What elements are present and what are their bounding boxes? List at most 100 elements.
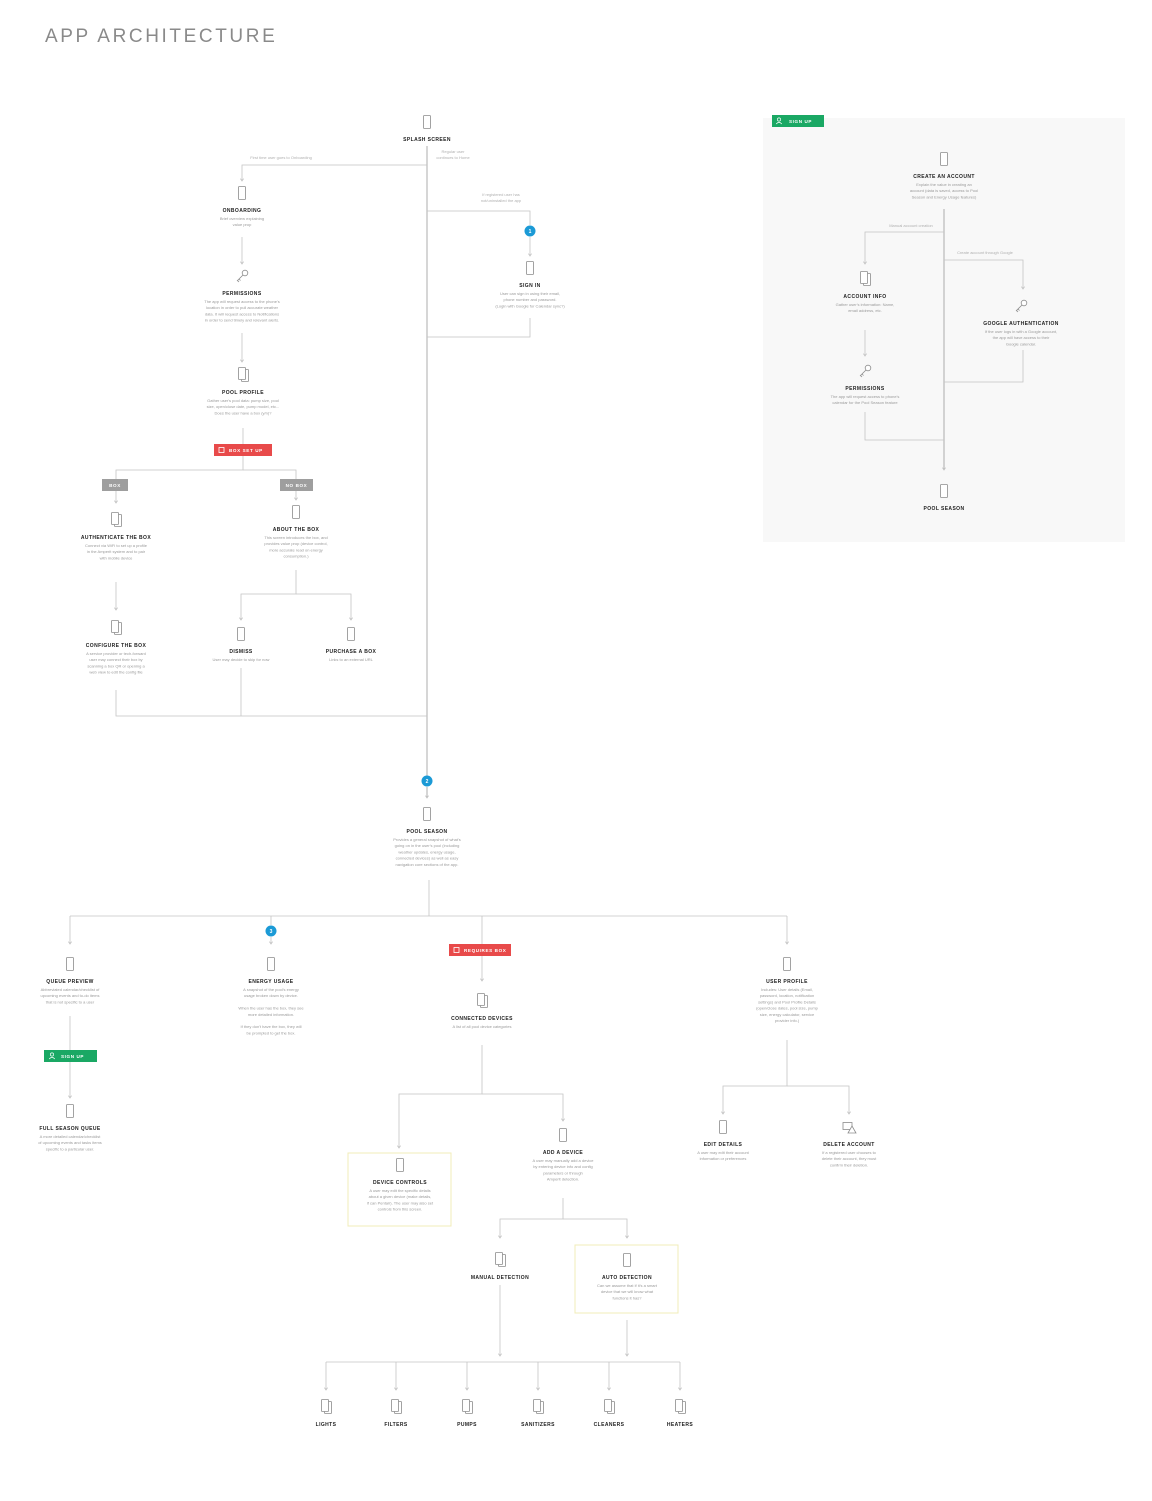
node-description: be prompted to get the box.: [247, 1030, 296, 1035]
phone-icon: [623, 1253, 631, 1267]
page-title: APP ARCHITECTURE: [45, 26, 278, 47]
node-pool-season-signup: POOL SEASON: [924, 484, 965, 512]
box-icon: [218, 447, 225, 453]
node-title: PERMISSIONS: [222, 291, 261, 297]
step-badge-3-label: 3: [270, 929, 273, 935]
device-controls-highlight: [347, 1152, 452, 1227]
phone-icon: [423, 807, 431, 821]
node-description: calendar for the Pool Season feature: [832, 400, 898, 405]
phone-icon: [347, 627, 355, 641]
node-description: upcoming events and to-do items: [41, 993, 100, 998]
sign-up-queue-tag: SIGN UP: [44, 1050, 97, 1062]
stacked-screens-icon: [495, 1252, 506, 1267]
stacked-screens-icon: [533, 1399, 544, 1414]
node-description: phone number and password.: [504, 297, 557, 302]
node-description: weather updates, energy usage,: [398, 849, 455, 854]
node-title: SANITIZERS: [521, 1422, 555, 1428]
node-description: Abbreviated calendar/checklist of: [41, 987, 101, 992]
node-title: ABOUT THE BOX: [273, 527, 320, 533]
node-description: in order to send timely and relevant ale…: [205, 318, 279, 323]
node-title: ADD A DEVICE: [543, 1150, 584, 1156]
sign-up-panel-label: SIGN UP: [789, 119, 812, 124]
phone-icon: [940, 484, 948, 498]
step-badge-1-label: 1: [529, 229, 532, 235]
node-description: Can we assume that if it's a smart: [597, 1283, 658, 1288]
phone-icon: [292, 505, 300, 519]
node-description: location in order to pull accurate weath…: [206, 305, 279, 310]
stacked-screens-icon: [111, 620, 122, 635]
box-tag: BOX: [102, 479, 128, 491]
node-description: Explain the value in creating an: [916, 182, 972, 187]
node-description: (open/close dates, pool size, pump: [756, 1006, 819, 1011]
node-description: of upcoming events and tasks items: [38, 1140, 102, 1145]
node-description: size, open/close date, pump model, etc..…: [207, 404, 280, 409]
node-title: USER PROFILE: [766, 979, 808, 985]
node-description: password, location, notification: [760, 993, 814, 998]
node-splash: SPLASH SCREEN: [403, 115, 450, 143]
node-title: DELETE ACCOUNT: [823, 1142, 875, 1148]
node-description: connected devices) as well as easy: [396, 856, 459, 861]
node-description: When the user has the box, they see: [238, 1006, 304, 1011]
phone-icon: [237, 627, 245, 641]
phone-icon: [267, 957, 275, 971]
node-cleaners: CLEANERS: [594, 1399, 624, 1428]
node-title: CONFIGURE THE BOX: [86, 643, 147, 649]
phone-icon: [559, 1128, 567, 1142]
stacked-screens-icon: [111, 512, 122, 527]
edge-label-registered-user: not/uninstalled the app: [481, 198, 522, 203]
node-description: the app will have access to their: [993, 335, 1050, 340]
node-description: user may connect their box by: [89, 657, 142, 662]
step-badge-3: 3: [265, 925, 277, 937]
node-description: going on in the user's pool (including: [395, 843, 460, 848]
node-description: A service provider or tech-forward: [86, 651, 146, 656]
key-icon: [1015, 299, 1028, 313]
connectors: [68, 146, 1025, 1391]
node-description: User can sign in using their email,: [500, 291, 560, 296]
node-title: MANUAL DETECTION: [471, 1275, 529, 1281]
node-title: QUEUE PREVIEW: [46, 979, 93, 985]
stacked-screens-icon: [675, 1399, 686, 1414]
node-title: CREATE AN ACCOUNT: [913, 174, 975, 180]
node-title: AUTHENTICATE THE BOX: [81, 535, 151, 541]
stacked-screens-icon: [238, 367, 249, 382]
node-description: account (data is saved, access to Pool: [910, 188, 978, 193]
node-description: functions it has?: [613, 1295, 643, 1300]
node-description: Amperit detection.: [547, 1177, 579, 1182]
stacked-screens-icon: [462, 1399, 473, 1414]
phone-icon: [66, 957, 74, 971]
node-title: FILTERS: [384, 1422, 408, 1428]
node-title: POOL PROFILE: [222, 390, 264, 396]
phone-icon: [238, 186, 246, 200]
node-description: controls from this screen.: [378, 1207, 423, 1212]
phone-icon: [423, 115, 431, 129]
edge-label-registered-user: If registered user has: [482, 192, 520, 197]
key-icon: [859, 364, 872, 378]
node-description: delete their account, they must: [822, 1156, 877, 1161]
node-description: specific to a particular user.: [46, 1146, 94, 1151]
node-title: ACCOUNT INFO: [843, 294, 886, 300]
phone-icon: [66, 1104, 74, 1118]
edge-labels: First time user goes to OnboardingRegula…: [250, 149, 1013, 255]
key-icon: [236, 269, 249, 283]
node-title: DEVICE CONTROLS: [373, 1180, 427, 1186]
node-description: confirm their deletion.: [830, 1162, 868, 1167]
box-set-up-label: BOX SET UP: [229, 448, 263, 453]
node-queue-preview: QUEUE PREVIEW Abbreviated calendar/checkl…: [41, 957, 101, 1004]
node-title: POOL SEASON: [924, 506, 965, 512]
node-title: HEATERS: [667, 1422, 694, 1428]
user-icon: [48, 1052, 56, 1060]
